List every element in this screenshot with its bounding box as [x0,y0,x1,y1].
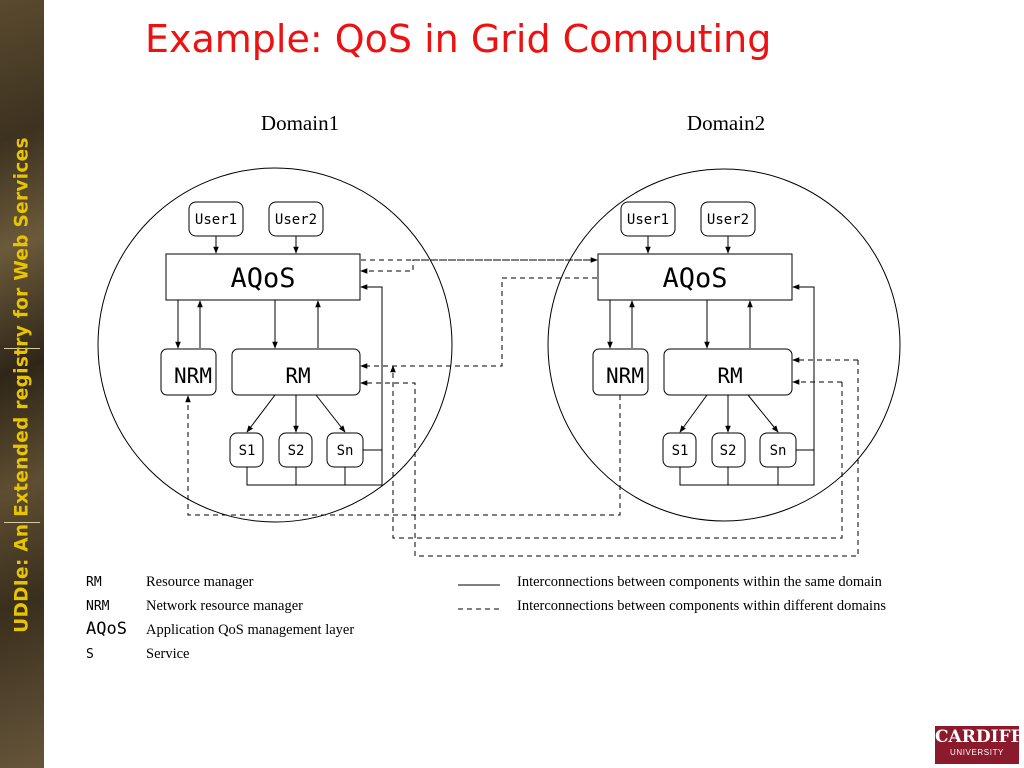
d1-s2-label: S2 [288,443,305,459]
cardiff-university-logo: CARDIFF UNIVERSITY [935,726,1023,764]
legend-abbr: NRM [86,599,110,614]
d1-aqos-box [165,253,361,301]
domain-label-1: Domain1 [261,111,339,135]
d1-aqos-label: AQoS [230,263,295,294]
domain-2-boundary [547,168,901,522]
d1-nrm-label: NRM [174,364,212,388]
d2-s2-label: S2 [720,443,737,459]
legend-desc: Service [146,646,189,662]
legend-abbr: AQoS [86,619,127,639]
sidebar-divider [4,348,40,349]
d2-sn-label: Sn [770,443,787,459]
d2-user1-label: User1 [627,212,669,228]
d2-service-bus [679,450,815,486]
logo-subtitle: UNIVERSITY [949,748,1004,757]
d2-aqos-box [597,253,793,301]
legend-line-types: Interconnections between components with… [458,574,886,614]
legend-desc: Application QoS management layer [146,622,354,638]
d1-user2-label: User2 [275,212,317,228]
legend-dashed-desc: Interconnections between components with… [517,598,886,614]
d2-user2-label: User2 [707,212,749,228]
sidebar-divider [4,522,40,523]
d2-aqos-label: AQoS [662,263,727,294]
d1-service-bus [246,450,383,486]
d2-s1-label: S1 [672,443,689,459]
logo-name: CARDIFF [935,727,1023,747]
legend-solid-desc: Interconnections between components with… [517,574,883,590]
d1-sn-label: Sn [337,443,354,459]
legend-abbr: RM [86,575,102,590]
domain-1-boundary [97,167,453,523]
d1-rm-label: RM [285,364,310,388]
inter-domain-connectors [185,257,859,557]
d1-s1-label: S1 [239,443,256,459]
page-title: Example: QoS in Grid Computing [145,17,772,61]
legend-abbreviations: RM Resource manager NRM Network resource… [86,574,354,662]
legend-desc: Network resource manager [146,598,303,614]
domain-label-2: Domain2 [687,111,765,135]
d2-rm-label: RM [717,364,742,388]
d2-solid-connectors [607,236,815,451]
sidebar-band: UDDIe: An Extended registry for Web Serv… [0,0,44,768]
d1-solid-connectors [175,236,383,451]
d2-nrm-label: NRM [606,364,644,388]
legend-desc: Resource manager [146,574,254,590]
d1-nrm-box [160,348,217,396]
legend-abbr: S [86,647,94,662]
d1-user1-label: User1 [195,212,237,228]
